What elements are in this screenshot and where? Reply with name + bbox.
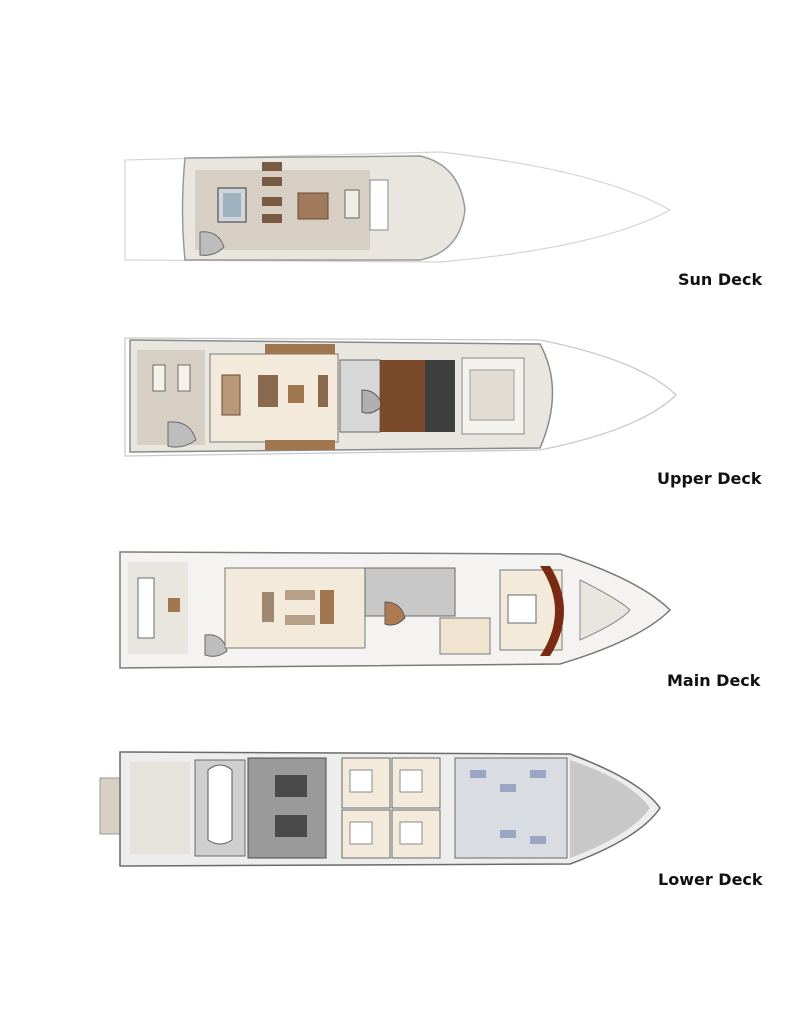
upper-deck-hull-outline xyxy=(124,337,677,457)
lower-deck: Lower Deck xyxy=(0,740,800,900)
upper-deck-plan xyxy=(124,337,677,457)
spiral-stair xyxy=(204,634,228,657)
dining-table xyxy=(297,192,329,220)
sun-lounger xyxy=(262,162,282,171)
helm-console xyxy=(425,360,455,432)
terrace-sofa xyxy=(177,364,191,392)
engine xyxy=(275,815,307,837)
tender-boat xyxy=(207,764,233,845)
main-galley xyxy=(364,567,456,617)
beach-club xyxy=(130,762,190,854)
coffee-table xyxy=(288,385,304,403)
main-deck: Main Deck xyxy=(0,540,800,700)
sun-lounger xyxy=(262,214,282,223)
upper-deck: Upper Deck xyxy=(0,330,800,495)
sun-deck-hull-outline xyxy=(124,151,672,263)
deck-label-sun: Sun Deck xyxy=(678,270,763,289)
terrace-sofa xyxy=(152,364,166,392)
spiral-stair xyxy=(199,231,225,256)
central-stair xyxy=(384,601,406,626)
sun-deck-plan xyxy=(124,151,672,263)
salon-dining-table xyxy=(221,374,241,416)
sun-lounger xyxy=(262,197,282,206)
main-deck-plan xyxy=(119,551,672,669)
sun-lounger xyxy=(262,177,282,186)
sun-deck: Sun Deck xyxy=(0,140,800,300)
lower-deck-plan xyxy=(99,751,661,867)
salon-sofa xyxy=(258,375,278,407)
deck-label-upper: Upper Deck xyxy=(657,469,762,488)
bar-counter xyxy=(344,189,360,219)
main-salon xyxy=(224,567,366,649)
owner-suite-curved-wall xyxy=(540,566,564,656)
forepeak xyxy=(570,760,650,858)
deck-label-lower: Lower Deck xyxy=(658,870,763,889)
wheelhouse xyxy=(380,360,425,432)
deck-label-main: Main Deck xyxy=(667,671,761,690)
dining-table xyxy=(320,590,334,624)
engine xyxy=(275,775,307,797)
spiral-stair xyxy=(167,421,197,448)
salon-sofa xyxy=(285,590,315,600)
salon-sofa xyxy=(285,615,315,625)
salon-sofa xyxy=(262,592,274,622)
engine-room xyxy=(247,757,327,859)
owner-bed xyxy=(507,594,537,624)
bow-seating xyxy=(579,579,631,641)
